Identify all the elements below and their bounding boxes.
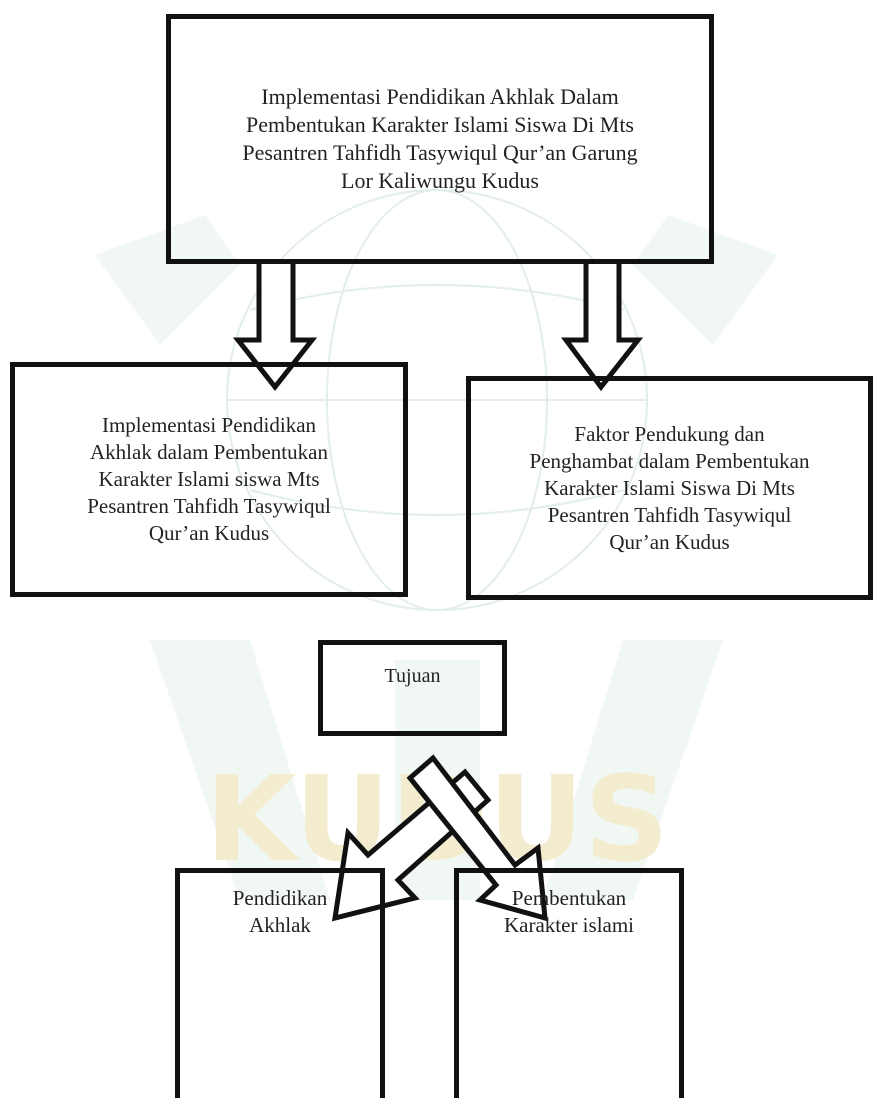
main-topic-box: Implementasi Pendidikan Akhlak Dalam Pem… (166, 14, 714, 264)
factors-text: Faktor Pendukung dan Penghambat dalam Pe… (529, 421, 810, 554)
implementation-text: Implementasi Pendidikan Akhlak dalam Pem… (87, 413, 331, 545)
goal-text: Tujuan (384, 665, 441, 687)
arrow-left-down (232, 264, 318, 392)
moral-education-text: Pendidikan Akhlak (232, 886, 328, 937)
moral-education-box: Pendidikan Akhlak (175, 868, 385, 1098)
character-building-box: Pembentukan Karakter islami (454, 868, 684, 1098)
main-topic-text: Implementasi Pendidikan Akhlak Dalam Pem… (242, 84, 638, 193)
factors-box: Faktor Pendukung dan Penghambat dalam Pe… (466, 376, 873, 600)
implementation-box: Implementasi Pendidikan Akhlak dalam Pem… (10, 362, 408, 597)
goal-box: Tujuan (318, 640, 507, 736)
arrow-diagonal-right (406, 754, 548, 922)
character-building-text: Pembentukan Karakter islami (503, 886, 635, 937)
arrow-right-down (561, 264, 644, 392)
